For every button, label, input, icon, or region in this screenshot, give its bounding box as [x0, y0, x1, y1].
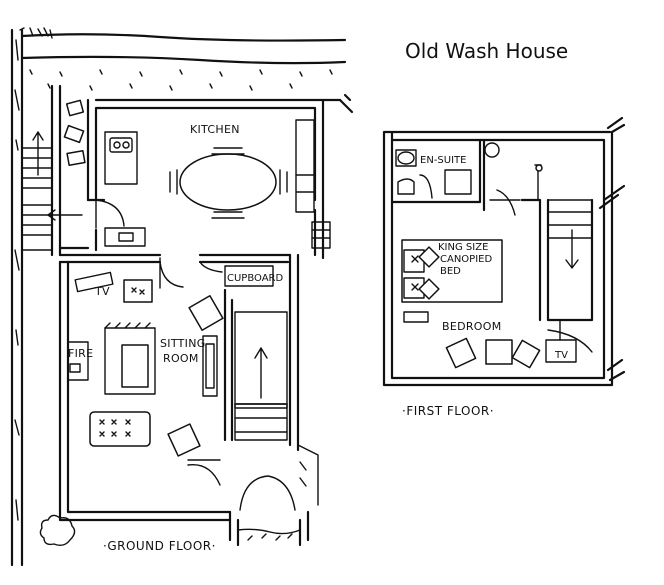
first-floor-label: ·FIRST FLOOR· [402, 404, 494, 418]
ensuite-label: EN-SUITE [420, 155, 466, 166]
garden-wall [10, 28, 24, 567]
ground-floor-plan: KITCHEN CUPBOARD FIRE TV [10, 27, 354, 567]
cupboard-label: CUPBOARD [227, 273, 284, 284]
first-floor-plan: EN-SUITE KING SIZE CANOPIED BED BEDROOM … [382, 116, 626, 418]
shrub [39, 514, 76, 547]
sitting-room-label-2: ROOM [163, 352, 199, 365]
top-fence [20, 33, 347, 65]
stairs-up-arrow-icon-ground [254, 347, 268, 399]
stairs-up-arrow-icon [32, 131, 44, 176]
tv-label-first: TV [554, 350, 568, 361]
sitting-room-walls [58, 260, 232, 522]
tv-label-ground: TV [94, 285, 110, 298]
bed-label-2: CANOPIED [440, 254, 492, 265]
rug [104, 327, 156, 395]
kitchen-table [179, 153, 277, 211]
kitchen-label: KITCHEN [190, 123, 240, 136]
bedroom-label: BEDROOM [442, 320, 502, 333]
sofa [89, 411, 151, 447]
stairs-down-arrow-icon [565, 229, 579, 269]
sitting-room-label-1: SITTING [160, 337, 206, 350]
entrance-arrow-icon [47, 209, 83, 221]
fire-label: FIRE [68, 347, 93, 360]
ground-floor-label: ·GROUND FLOOR· [103, 539, 216, 553]
plan-title: Old Wash House [405, 39, 568, 63]
bed-label-3: BED [440, 266, 461, 277]
first-floor-outer-walls [382, 130, 614, 387]
bed-label-1: KING SIZE [438, 242, 488, 253]
kitchen-walls [86, 98, 342, 212]
